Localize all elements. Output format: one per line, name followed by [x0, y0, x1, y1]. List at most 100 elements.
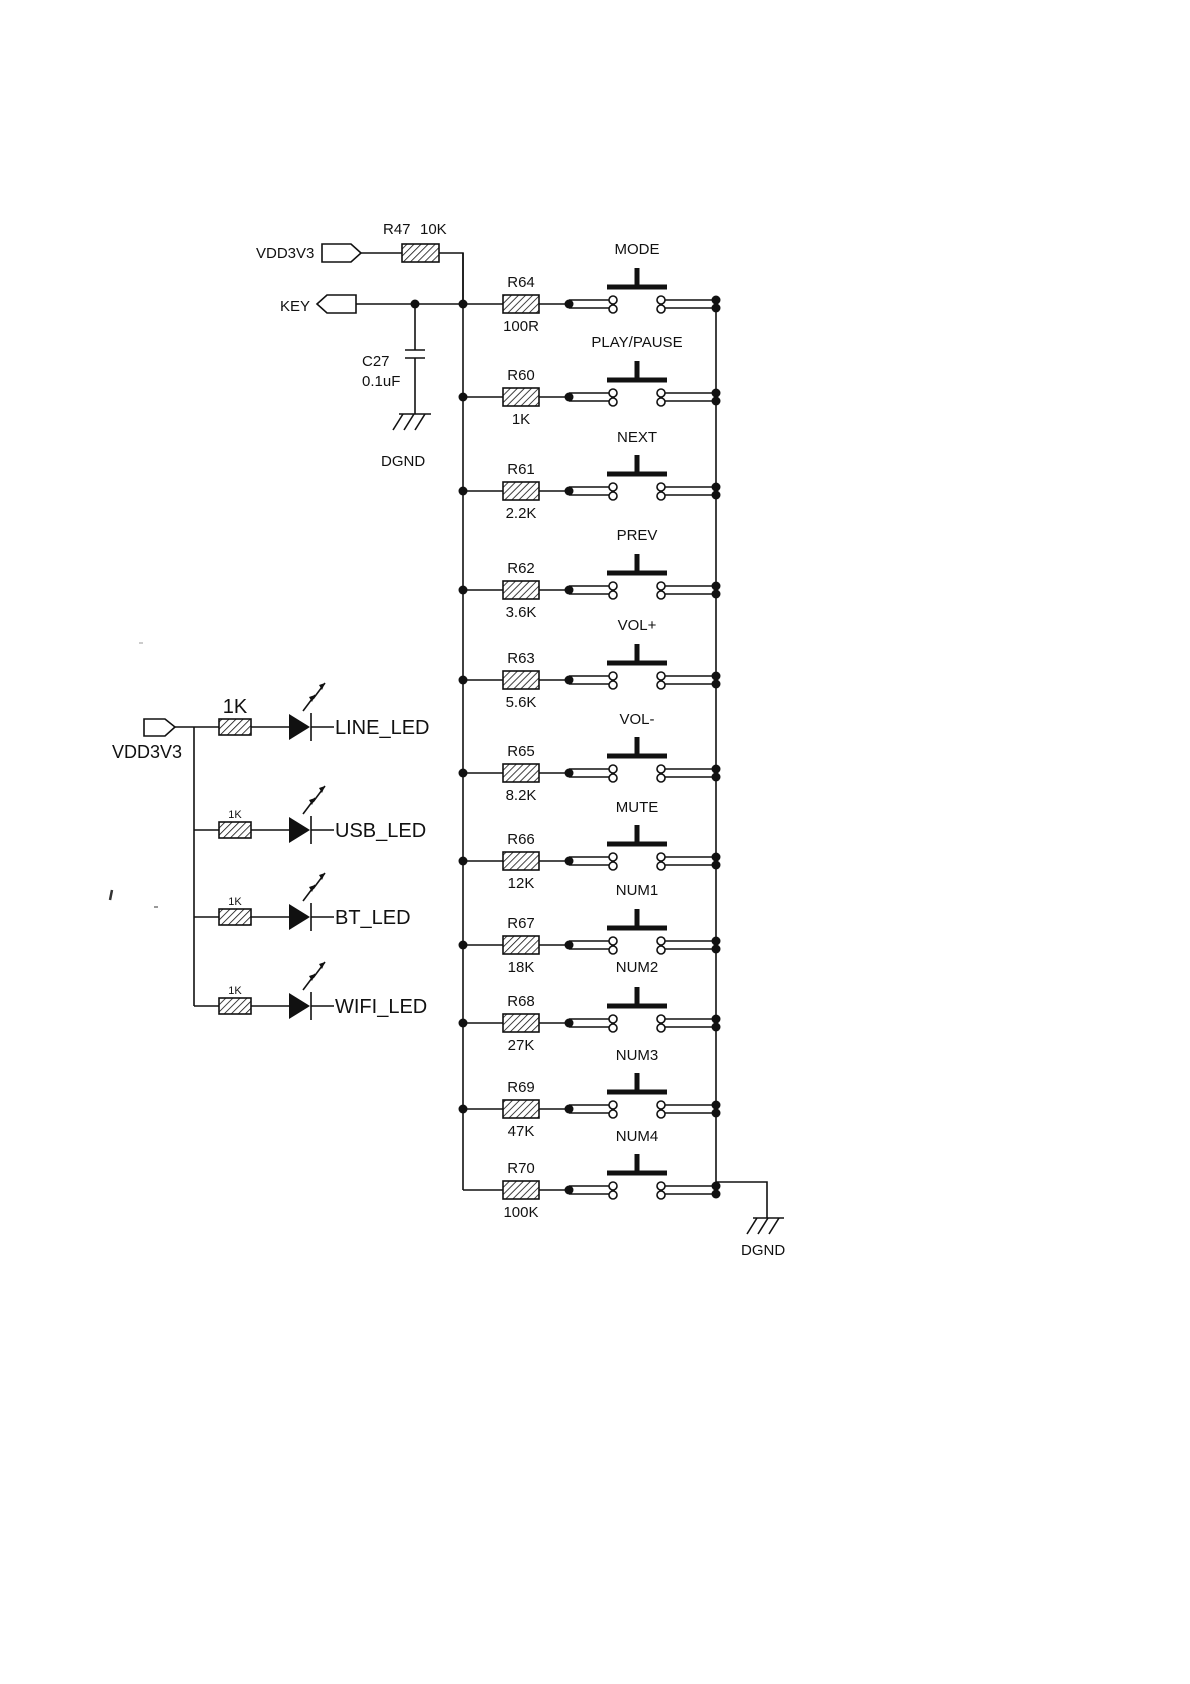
gnd-bottom-label: DGND [741, 1242, 785, 1259]
gnd-cap-label: DGND [381, 453, 425, 470]
ladder-resistor [503, 764, 539, 782]
resistor-value: 5.6K [506, 694, 537, 711]
ladder-resistor [503, 671, 539, 689]
button-label: MUTE [616, 799, 659, 816]
junction-dot [565, 1019, 574, 1028]
switch-terminal [657, 937, 665, 945]
resistor-ref: R67 [507, 915, 535, 932]
switch-terminal [609, 672, 617, 680]
button-label: NUM4 [616, 1128, 659, 1145]
junction-dot [565, 300, 574, 309]
junction-dot [712, 1182, 721, 1191]
resistor-ref: R65 [507, 743, 535, 760]
pullup-value: 10K [420, 221, 447, 238]
led-diode-icon [289, 993, 310, 1019]
vdd-led-label: VDD3V3 [112, 742, 182, 762]
switch-terminal [609, 774, 617, 782]
switch-terminal [609, 946, 617, 954]
capacitor-ref: C27 [362, 353, 390, 370]
ladder-resistor [503, 388, 539, 406]
junction-dot [712, 304, 721, 313]
junction-dot [565, 676, 574, 685]
switch-terminal [609, 582, 617, 590]
switch-terminal [657, 591, 665, 599]
ladder-resistor [503, 295, 539, 313]
switch-terminal [609, 1182, 617, 1190]
switch-terminal [609, 483, 617, 491]
led-resistor [219, 998, 251, 1014]
switch-terminal [657, 946, 665, 954]
switch-terminal [609, 765, 617, 773]
junction-dot [712, 672, 721, 681]
switch-terminal [609, 862, 617, 870]
switch-terminal [657, 765, 665, 773]
led-diode-icon [289, 714, 310, 740]
junction-dot [712, 1015, 721, 1024]
switch-terminal [657, 681, 665, 689]
led-label: BT_LED [335, 907, 411, 929]
led-diode-icon [289, 904, 310, 930]
junction-dot [712, 491, 721, 500]
button-label: MODE [615, 241, 660, 258]
switch-terminal [657, 1191, 665, 1199]
switch-terminal [657, 398, 665, 406]
resistor-value: 1K [512, 411, 530, 428]
switch-terminal [609, 853, 617, 861]
switch-terminal [657, 305, 665, 313]
switch-terminal [657, 492, 665, 500]
bottom-ground: DGND [716, 1182, 785, 1259]
junction-dot [712, 945, 721, 954]
switch-terminal [609, 1191, 617, 1199]
resistor-ref: R63 [507, 650, 535, 667]
switch-terminal [609, 681, 617, 689]
led-row: 1K LINE_LED [194, 683, 430, 741]
led-label: LINE_LED [335, 717, 430, 739]
junction-dot [565, 1105, 574, 1114]
switch-terminal [657, 483, 665, 491]
led-resistor-value: 1K [223, 696, 248, 718]
ground-icon [747, 1218, 784, 1234]
switch-terminal [609, 492, 617, 500]
vdd-top-label: VDD3V3 [256, 245, 314, 262]
led-resistor-value: 1K [228, 985, 242, 997]
junction-dot [565, 857, 574, 866]
resistor-ref: R66 [507, 831, 535, 848]
power-key-section: VDD3V3 R47 10K KEY C27 0.1uF DGND [256, 221, 463, 470]
resistor-value: 100K [503, 1204, 538, 1221]
junction-dot [712, 765, 721, 774]
ladder-resistor [503, 1014, 539, 1032]
button-label: NUM2 [616, 959, 659, 976]
ladder-resistor [503, 482, 539, 500]
resistor-ref: R70 [507, 1160, 535, 1177]
resistor-value: 3.6K [506, 604, 537, 621]
button-label: PLAY/PAUSE [591, 334, 682, 351]
resistor-value: 2.2K [506, 505, 537, 522]
ladder-resistor [503, 936, 539, 954]
switch-terminal [609, 1015, 617, 1023]
switch-terminal [609, 937, 617, 945]
pullup-ref: R47 [383, 221, 411, 238]
led-resistor-value: 1K [228, 809, 242, 821]
resistor-value: 18K [508, 959, 535, 976]
led-resistor [219, 909, 251, 925]
switch-terminal [657, 672, 665, 680]
resistor-ref: R61 [507, 461, 535, 478]
button-label: NUM3 [616, 1047, 659, 1064]
switch-terminal [657, 389, 665, 397]
switch-terminal [657, 1110, 665, 1118]
switch-terminal [657, 1024, 665, 1032]
junction-dot [565, 393, 574, 402]
junction-dot [712, 389, 721, 398]
resistor-ref: R62 [507, 560, 535, 577]
junction-dot [565, 487, 574, 496]
junction-dot [712, 296, 721, 305]
